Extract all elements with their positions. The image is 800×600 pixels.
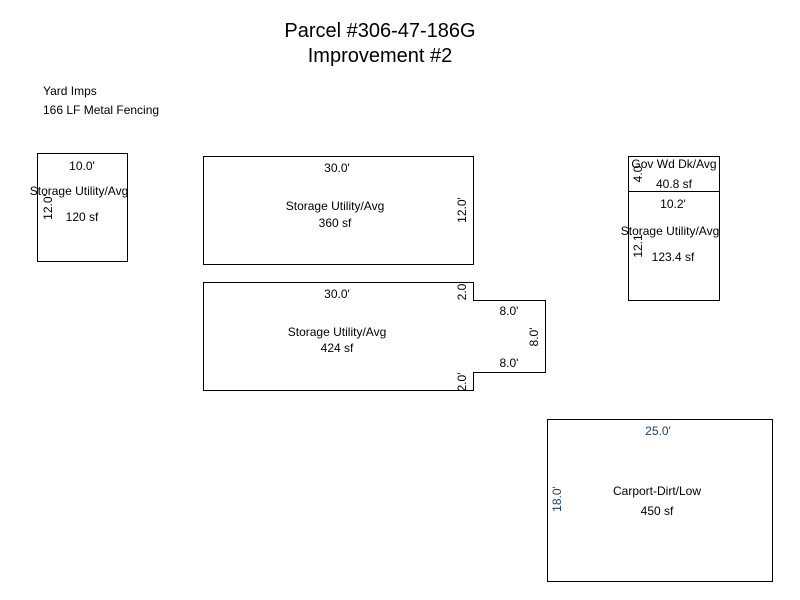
storage-360-depth: 12.0' xyxy=(455,197,469,223)
storage-424-area: 424 sf xyxy=(321,341,354,355)
deck-area: 40.8 sf xyxy=(656,177,693,191)
building-storage-360[interactable]: 30.0' Storage Utility/Avg 360 sf 12.0' xyxy=(203,156,474,265)
building-small-storage[interactable]: 10.0' Storage Utility/Avg 120 sf 12.0' xyxy=(30,153,129,262)
small-storage-depth: 12.0' xyxy=(41,194,55,220)
building-storage-123[interactable]: 10.2' Storage Utility/Avg 123.4 sf 12.1 xyxy=(621,191,720,301)
storage-123-outline xyxy=(628,191,720,301)
small-storage-outline xyxy=(37,153,128,262)
storage-123-width: 10.2' xyxy=(660,197,686,211)
building-carport[interactable]: 25.0' Carport-Dirt/Low 450 sf 18.0' xyxy=(547,419,773,582)
building-deck[interactable]: Gov Wd Dk/Avg 40.8 sf 4.0 xyxy=(628,156,720,192)
carport-depth: 18.0' xyxy=(550,486,564,512)
storage-424-notch-bottom: 2.0' xyxy=(455,373,469,392)
storage-424-width: 30.0' xyxy=(324,287,350,301)
storage-424-ext-side: 8.0' xyxy=(527,328,541,347)
carport-label: Carport-Dirt/Low xyxy=(613,484,701,498)
storage-424-notch-top: 2.0 xyxy=(455,283,469,300)
fencing-label: 166 LF Metal Fencing xyxy=(43,103,160,117)
deck-label: Gov Wd Dk/Avg xyxy=(631,157,716,171)
small-storage-area: 120 sf xyxy=(66,210,99,224)
carport-area: 450 sf xyxy=(641,504,674,518)
storage-424-label: Storage Utility/Avg xyxy=(288,325,387,339)
storage-360-area: 360 sf xyxy=(319,216,352,230)
parcel-title: Parcel #306-47-186G xyxy=(284,20,476,42)
storage-360-outline xyxy=(203,156,474,265)
storage-424-outline xyxy=(203,282,546,391)
storage-424-ext-top: 8.0' xyxy=(500,304,519,318)
carport-width: 25.0' xyxy=(645,424,671,438)
storage-360-width: 30.0' xyxy=(324,161,350,175)
carport-outline xyxy=(547,419,773,582)
improvement-title: Improvement #2 xyxy=(307,45,453,67)
storage-123-depth: 12.1 xyxy=(631,234,645,258)
small-storage-width: 10.0' xyxy=(69,159,95,173)
storage-424-ext-bottom: 8.0' xyxy=(500,356,519,370)
storage-123-area: 123.4 sf xyxy=(652,250,695,264)
building-storage-424[interactable]: 30.0' Storage Utility/Avg 424 sf 2.0 8.0… xyxy=(203,282,546,392)
yard-imps-label: Yard Imps xyxy=(43,84,97,98)
storage-360-label: Storage Utility/Avg xyxy=(286,199,385,213)
small-storage-label: Storage Utility/Avg xyxy=(30,184,129,198)
deck-depth: 4.0 xyxy=(631,165,645,182)
storage-123-label: Storage Utility/Avg xyxy=(621,224,720,238)
